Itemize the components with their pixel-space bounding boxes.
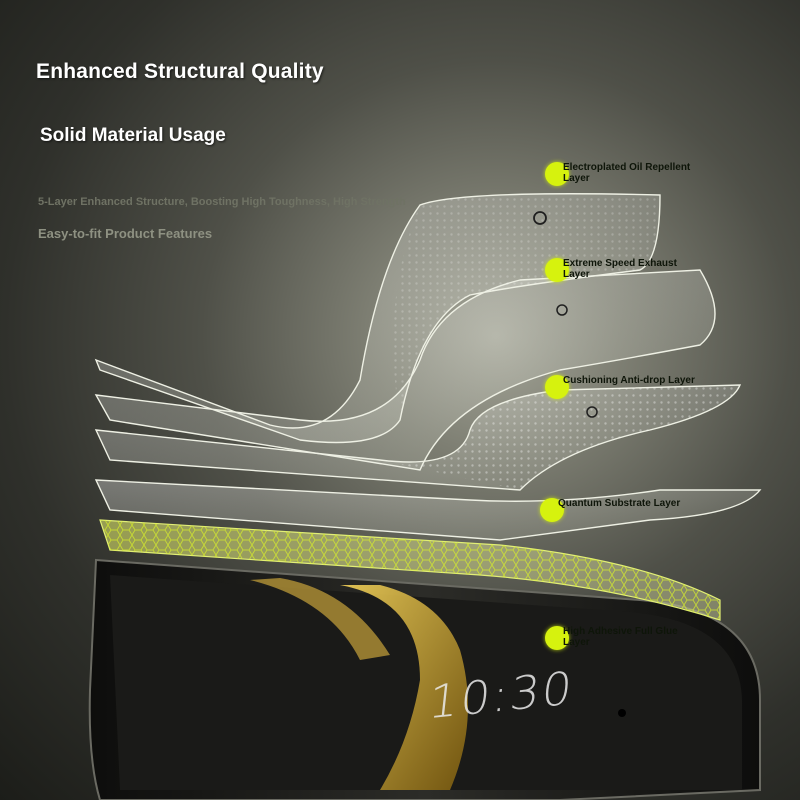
- cushioning-layer-film: [94, 384, 742, 491]
- film-camera-hole: [556, 304, 568, 316]
- film-camera-hole: [533, 211, 547, 225]
- layer-label-substrate: Quantum Substrate Layer: [540, 498, 690, 522]
- layer-label-cushioning: Cushioning Anti-drop Layer: [545, 375, 695, 399]
- layer-label-glue: High Adhesive Full Glue Layer: [545, 626, 695, 650]
- layer-marker-dot: [545, 258, 569, 282]
- feature-tagline: Easy-to-fit Product Features: [38, 226, 213, 241]
- glue-layer-film: [99, 519, 721, 621]
- page-title: Enhanced Structural Quality: [36, 60, 324, 83]
- oil-repellent-layer-film: [94, 193, 661, 444]
- layer-label-exhaust: Extreme Speed Exhaust Layer: [545, 258, 695, 282]
- layer-label-oil-repellent: Electroplated Oil Repellent Layer: [545, 162, 695, 186]
- front-camera: [618, 709, 626, 717]
- substrate-layer-film: [94, 479, 762, 541]
- layer-marker-dot: [545, 375, 569, 399]
- phone: [88, 558, 761, 800]
- film-camera-hole: [586, 406, 598, 418]
- layer-marker-dot: [545, 162, 569, 186]
- subtitle: Solid Material Usage: [40, 125, 226, 146]
- feature-description: 5-Layer Enhanced Structure, Boosting Hig…: [38, 196, 406, 208]
- layer-marker-dot: [540, 498, 564, 522]
- layer-marker-dot: [545, 626, 569, 650]
